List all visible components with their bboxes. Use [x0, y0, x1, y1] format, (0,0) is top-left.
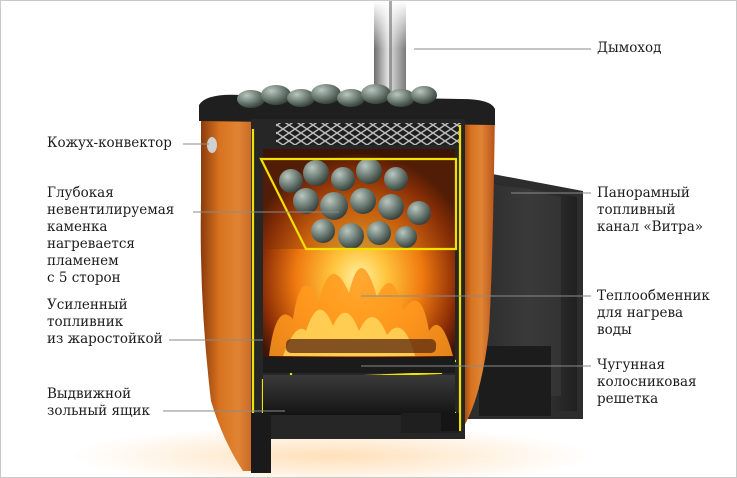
- chamber-stones: [279, 158, 431, 249]
- label-casing: Кожух-конвектор: [47, 135, 172, 151]
- leader-lines: [163, 48, 591, 412]
- stove-body: [199, 84, 495, 473]
- top-stones: [237, 84, 437, 108]
- label-stone-chamber: Глубокая невентилируемая каменка нагрева…: [47, 185, 175, 286]
- label-firebox: Усиленный топливник из жаростойкой: [47, 297, 163, 347]
- label-fuel-channel: Панорамный топливный канал «Витра»: [597, 185, 703, 235]
- label-heat-exchanger: Теплообменник для нагрева воды: [597, 288, 710, 338]
- label-grate: Чугунная колосниковая решетка: [597, 357, 697, 407]
- label-chimney: Дымоход: [597, 40, 662, 56]
- label-ash-drawer: Выдвижной зольный ящик: [47, 386, 150, 419]
